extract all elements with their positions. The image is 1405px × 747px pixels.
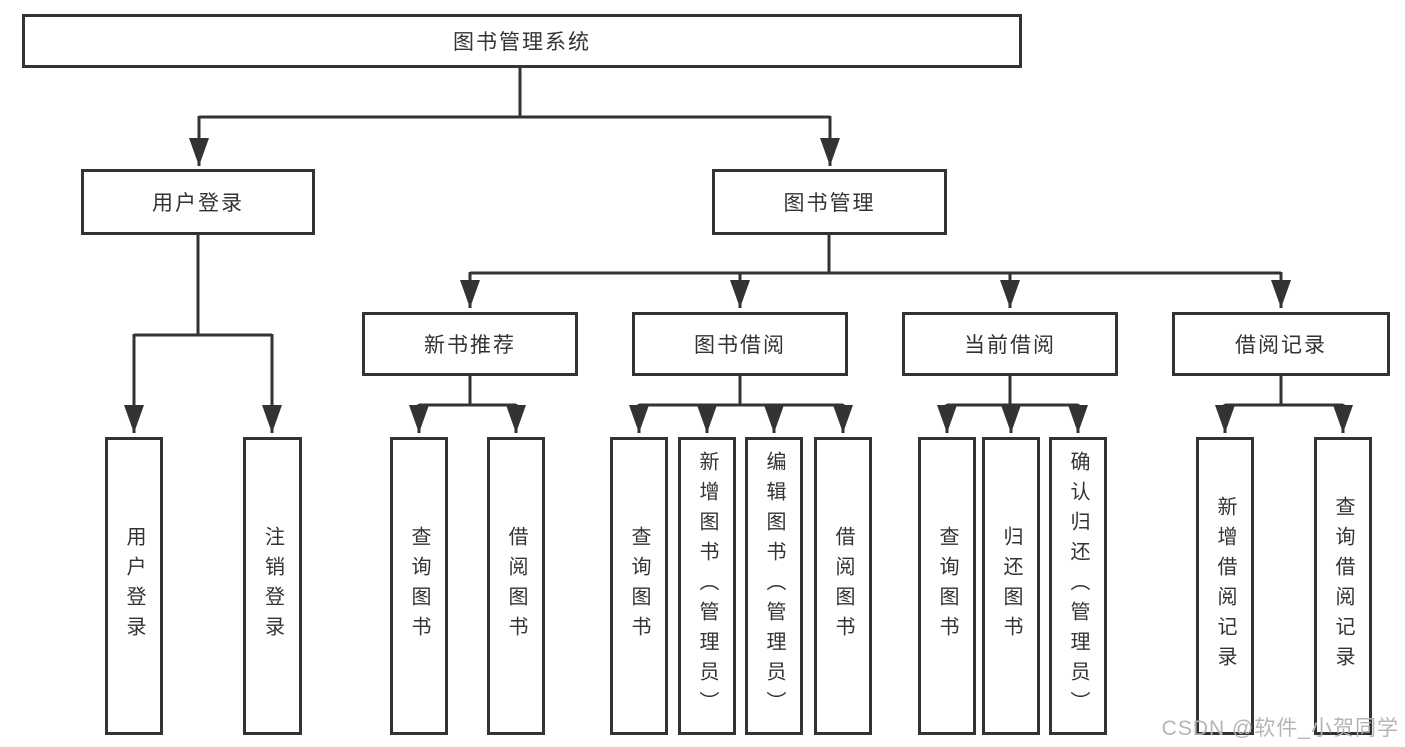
leaf-add-borrow-record: 新增借阅记录	[1196, 437, 1254, 735]
leaf-return-book: 归还图书	[982, 437, 1040, 735]
leaf-borrow-book-2: 借阅图书	[814, 437, 872, 735]
leaf-edit-book-admin: 编辑图书（管理员）	[745, 437, 803, 735]
node-new-book-recommend: 新书推荐	[362, 312, 578, 376]
node-book-management: 图书管理	[712, 169, 947, 235]
leaf-logout: 注销登录	[243, 437, 302, 735]
leaf-query-book-3: 查询图书	[918, 437, 976, 735]
node-user-login: 用户登录	[81, 169, 315, 235]
node-current-borrow: 当前借阅	[902, 312, 1118, 376]
node-root-system: 图书管理系统	[22, 14, 1022, 68]
watermark: CSDN @软件_小贺同学	[1161, 717, 1399, 740]
leaf-query-book-2: 查询图书	[610, 437, 668, 735]
leaf-query-book-1: 查询图书	[390, 437, 448, 735]
leaf-add-book-admin: 新增图书（管理员）	[678, 437, 736, 735]
leaf-user-login: 用户登录	[105, 437, 163, 735]
node-book-borrow: 图书借阅	[632, 312, 848, 376]
leaf-query-borrow-record: 查询借阅记录	[1314, 437, 1372, 735]
leaf-borrow-book-1: 借阅图书	[487, 437, 545, 735]
node-borrow-record: 借阅记录	[1172, 312, 1390, 376]
leaf-confirm-return-admin: 确认归还（管理员）	[1049, 437, 1107, 735]
